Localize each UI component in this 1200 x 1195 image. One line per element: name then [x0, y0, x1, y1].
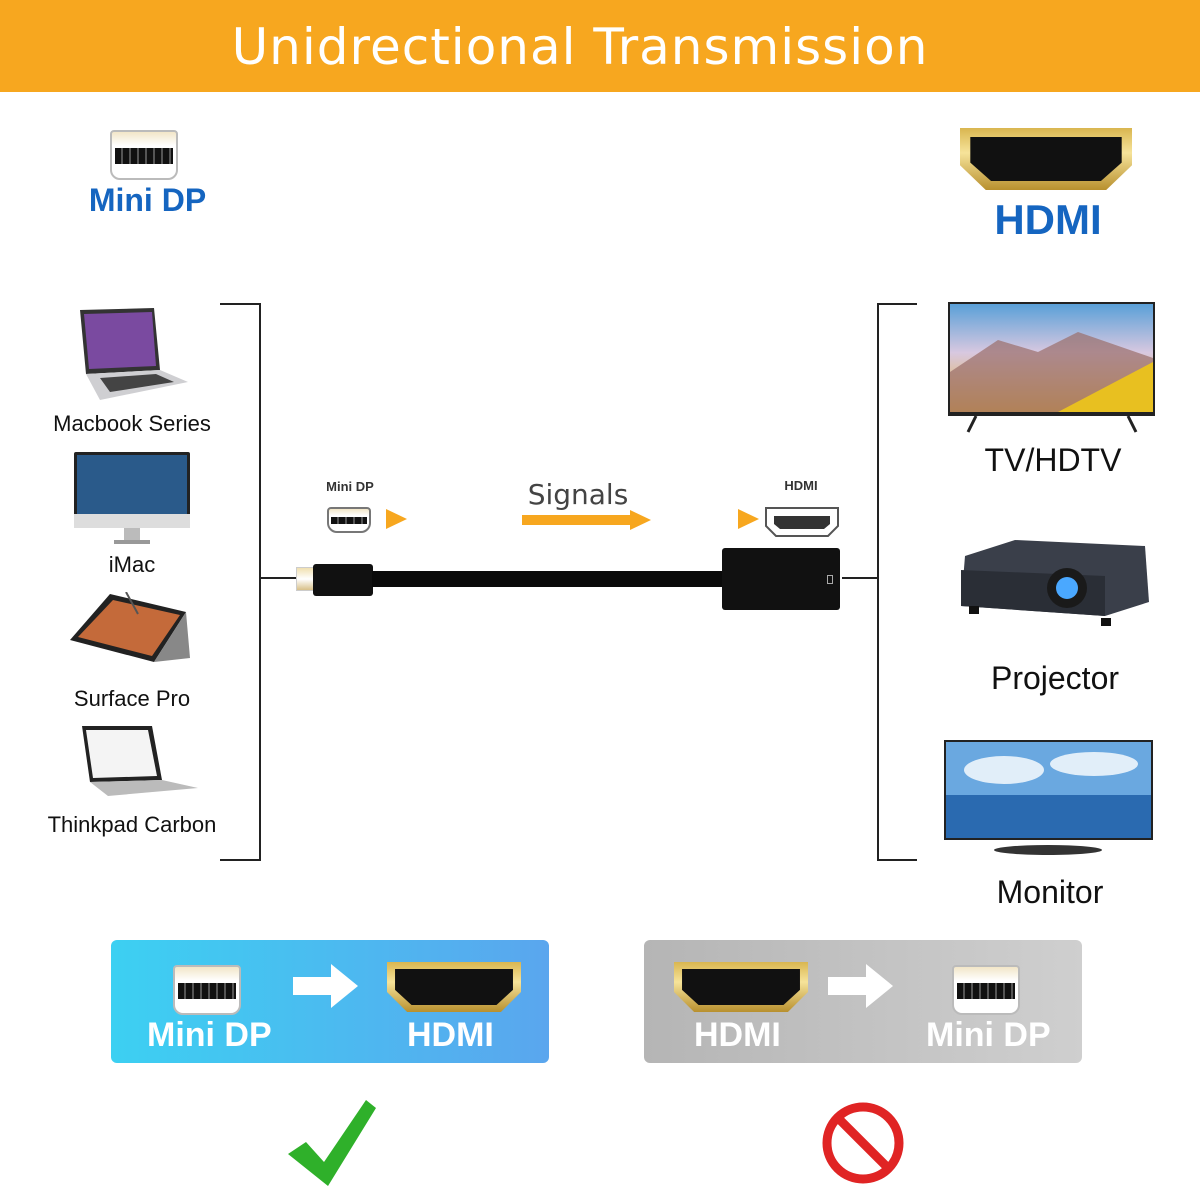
cable — [372, 571, 724, 587]
unsupported-direction-card: HDMI Mini DP — [644, 940, 1082, 1063]
display-label: Monitor — [996, 874, 1104, 910]
source-label: Thinkpad Carbon — [47, 812, 217, 837]
signals-label: Signals — [527, 478, 629, 511]
mini-dp-plug — [296, 567, 314, 591]
right-bracket-bottom — [877, 859, 917, 861]
mini-dp-connector-icon — [110, 130, 178, 180]
right-bracket — [877, 303, 879, 861]
hdmi-connector-icon — [960, 128, 1132, 190]
supported-direction-card: Mini DP HDMI — [111, 940, 549, 1063]
left-bracket — [259, 303, 261, 861]
hdmi-heading: HDMI — [994, 196, 1102, 243]
signal-arrow-icon — [522, 510, 651, 530]
display-label: Projector — [990, 660, 1120, 696]
arrow-right-icon — [828, 964, 893, 1008]
hdmi-adapter-body — [722, 548, 840, 610]
display-label: TV/HDTV — [984, 442, 1122, 478]
from-label: Mini DP — [147, 1016, 272, 1054]
source-label: iMac — [108, 552, 156, 577]
thinkpad-icon — [82, 726, 198, 796]
arrow-right-icon — [293, 964, 358, 1008]
right-connector-line — [842, 577, 878, 579]
source-label: Surface Pro — [73, 686, 191, 711]
hdmi-connector-icon — [387, 962, 521, 1012]
projector-icon — [961, 540, 1149, 626]
from-label: HDMI — [694, 1016, 781, 1054]
mini-dp-connector-icon — [952, 965, 1020, 1015]
mini-dp-connector-icon — [173, 965, 241, 1015]
mini-dp-heading: Mini DP — [88, 182, 207, 218]
surface-pro-icon — [70, 592, 190, 662]
to-label: Mini DP — [926, 1016, 1051, 1054]
left-bracket-top — [220, 303, 260, 305]
input-port-label: Mini DP — [326, 479, 374, 494]
source-label: Macbook Series — [53, 411, 211, 436]
page-title: Unidrectional Transmission — [231, 18, 929, 76]
hdmi-connector-icon — [674, 962, 808, 1012]
left-bracket-bottom — [220, 859, 260, 861]
arrow-right-icon — [738, 509, 759, 529]
right-bracket-top — [877, 303, 917, 305]
check-icon — [288, 1100, 376, 1186]
imac-icon — [74, 452, 190, 544]
left-connector-line — [260, 577, 296, 579]
hdmi-port-icon — [765, 507, 839, 537]
arrow-right-icon — [386, 509, 407, 529]
header-banner — [0, 0, 1200, 92]
macbook-icon — [80, 308, 188, 400]
output-port-label: HDMI — [784, 478, 818, 493]
prohibited-icon — [822, 1102, 904, 1184]
tv-icon — [948, 302, 1155, 433]
to-label: HDMI — [407, 1016, 494, 1054]
cable-boot — [313, 564, 373, 596]
mini-dp-port-icon — [327, 507, 371, 533]
adapter-led — [827, 575, 833, 584]
monitor-icon — [944, 740, 1153, 855]
